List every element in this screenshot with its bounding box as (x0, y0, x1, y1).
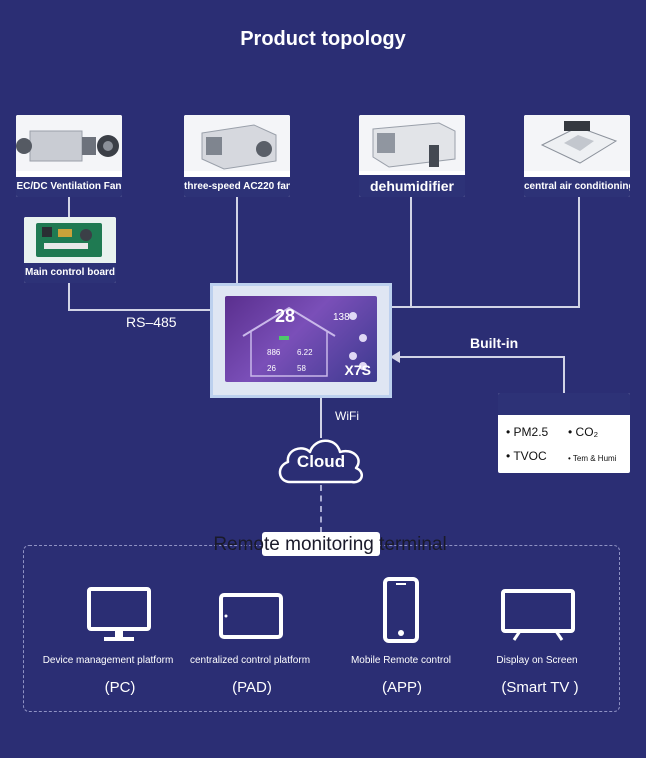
device-card-ventilation-fan: EC/DC Ventilation Fan (16, 115, 122, 197)
sensor-temhumi: • Tem & Humi (568, 454, 617, 463)
line-ac220-to-panel (236, 197, 238, 285)
remote-title-background (262, 532, 380, 556)
panel-readout-bottom-mid: 58 (297, 364, 306, 373)
line-fan-to-board (68, 197, 70, 217)
line-builtin-h (398, 356, 565, 358)
device-label-ventilation-fan: EC/DC Ventilation Fan (16, 177, 122, 197)
panel-readout-left-mid: 886 (267, 348, 281, 357)
device-card-ac220-fan: three-speed AC220 fan (184, 115, 290, 197)
panel-readout-right-mid: 6.22 (297, 348, 313, 357)
panel-house-outline (242, 306, 367, 377)
builtin-sensor-box: • PM2.5 • CO₂ • TVOC • Tem & Humi (498, 393, 630, 473)
line-cloud-to-remote (320, 485, 322, 533)
terminal-sub-pad: (PAD) (232, 679, 272, 696)
remote-title: Remote monitoring terminal (213, 534, 447, 555)
device-label-ac220-fan: three-speed AC220 fan (184, 177, 290, 197)
phone-icon (383, 577, 419, 643)
sensor-box-header (498, 393, 630, 415)
cassette-ac-image (524, 115, 630, 171)
line-board-to-panel-h (68, 309, 212, 311)
terminal-sub-pc: (PC) (104, 679, 136, 696)
panel-readout-main: 28 (275, 306, 296, 326)
sensor-co2: • CO₂ (568, 425, 599, 439)
sensor-tvoc-label: TVOC (513, 449, 547, 463)
ventilation-fan-image (16, 115, 122, 171)
terminal-label-tv: Display on Screen (496, 655, 578, 666)
terminal-label-app: Mobile Remote control (350, 655, 452, 666)
sensor-temhumi-label: Tem & Humi (572, 454, 617, 463)
terminal-sub-app: (APP) (381, 679, 422, 696)
monitor-icon (87, 587, 151, 641)
terminal-label-pc: Device management platform (42, 655, 174, 666)
device-label-central-ac: central air conditioning (524, 177, 630, 197)
builtin-arrow-icon (390, 351, 400, 363)
line-central-ac-v (578, 197, 580, 307)
wifi-label: WiFi (335, 409, 359, 423)
panel-model-label: X7S (344, 362, 371, 378)
sensor-co2-label: CO₂ (575, 425, 599, 439)
line-panel-to-cloud (320, 398, 322, 438)
line-board-to-panel-v (68, 283, 70, 310)
device-label-control-board: Main control board (24, 263, 116, 283)
builtin-label: Built-in (470, 335, 519, 351)
panel-screen: 28 138 886 6.22 26 58 X7S (225, 296, 377, 382)
device-card-dehumidifier: dehumidifier (359, 115, 465, 197)
device-card-control-board: Main control board (24, 217, 116, 283)
ac220-fan-image (184, 115, 290, 171)
device-label-dehumidifier: dehumidifier (359, 175, 465, 197)
dehumidifier-image (359, 115, 465, 171)
rs485-label: RS–485 (126, 314, 177, 330)
x7s-control-panel: 28 138 886 6.22 26 58 X7S (210, 283, 392, 398)
device-card-central-ac: central air conditioning (524, 115, 630, 197)
line-builtin-v (563, 356, 565, 394)
sensor-tvoc: • TVOC (506, 449, 547, 463)
control-board-image (24, 217, 116, 263)
tablet-icon (219, 593, 283, 639)
sensor-pm25: • PM2.5 (506, 425, 549, 439)
cloud-icon (278, 439, 364, 484)
panel-readout-bottom-left: 26 (267, 364, 276, 373)
page-title: Product topology (240, 28, 406, 50)
line-right-bus-h (392, 306, 580, 308)
sensor-pm25-label: PM2.5 (513, 425, 549, 439)
tv-icon (501, 589, 575, 641)
panel-readout-top-right: 138 (333, 312, 350, 323)
cloud-label: Cloud (296, 452, 346, 471)
terminal-sub-tv: (Smart TV ) (501, 679, 579, 696)
line-dehumidifier-v (410, 197, 412, 307)
terminal-label-pad: centralized control platform (189, 655, 311, 666)
